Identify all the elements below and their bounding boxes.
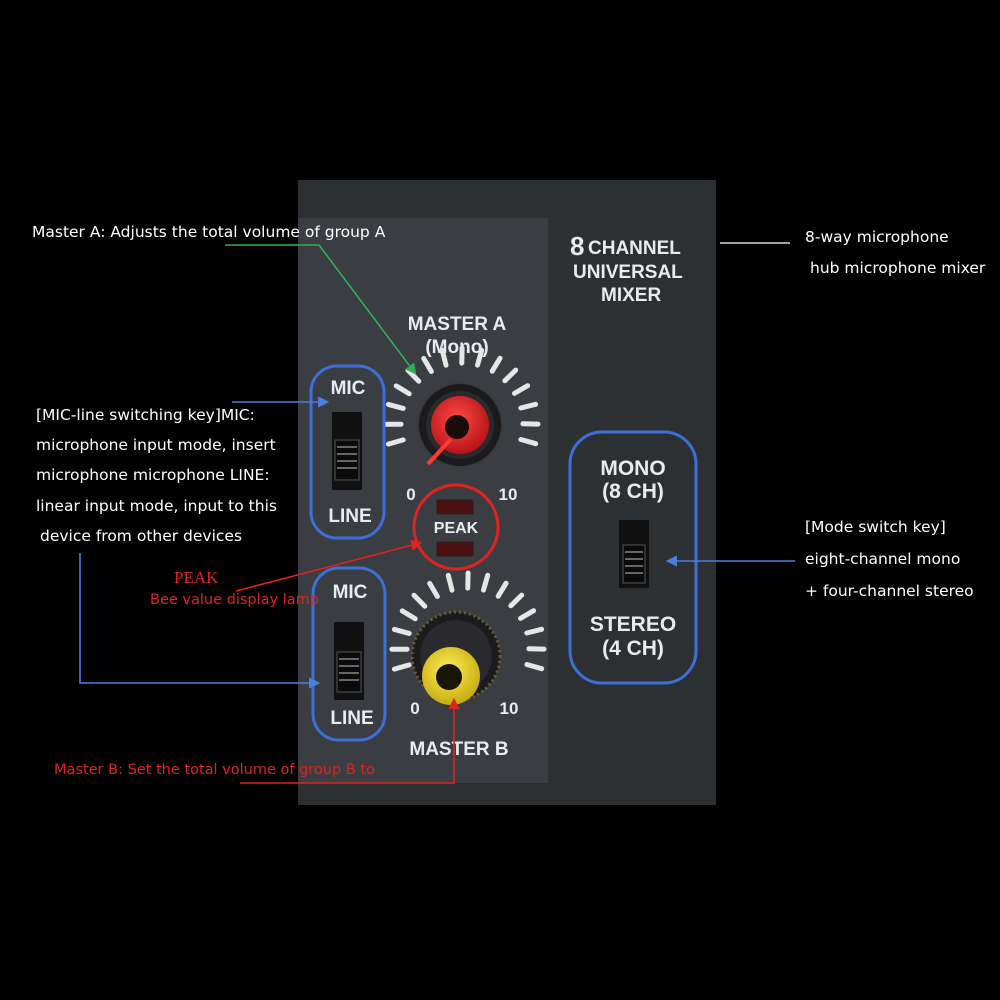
mode-switch-highlight xyxy=(568,430,698,685)
master-b-knob[interactable] xyxy=(410,610,502,705)
peak-lamp-bottom xyxy=(436,541,474,557)
master-b-label: MASTER B xyxy=(409,739,508,760)
callout-peak-title: PEAK xyxy=(174,568,219,587)
switch-b-line-label: LINE xyxy=(330,708,373,729)
master-b-ticks xyxy=(389,570,547,672)
callout-master-a: Master A: Adjusts the total volume of gr… xyxy=(32,223,386,241)
peak-label: PEAK xyxy=(434,520,479,537)
arrow-master-a xyxy=(225,244,417,375)
callout-mic-line-1: [MIC-line switching key]MIC: xyxy=(36,406,255,424)
master-a-label: MASTER A xyxy=(408,314,507,335)
switch-a-mic-label: MIC xyxy=(331,378,366,399)
callout-mode-1: [Mode switch key] xyxy=(805,518,946,536)
callout-peak-desc: Bee value display lamp xyxy=(150,592,319,608)
panel-title-number: 8 xyxy=(570,231,584,261)
callout-mode-2: eight-channel mono xyxy=(805,550,960,568)
mic-line-switch-a[interactable] xyxy=(334,439,360,481)
master-b-scale-max: 10 xyxy=(500,699,519,718)
mode-switch[interactable] xyxy=(622,544,646,584)
panel-title-line2: UNIVERSAL xyxy=(573,262,683,283)
callout-mic-line-5: device from other devices xyxy=(40,527,242,545)
callout-mic-line-4: linear input mode, input to this xyxy=(36,497,277,515)
callout-mic-line-2: microphone input mode, insert xyxy=(36,436,276,454)
peak-indicator-highlight xyxy=(412,483,500,571)
switch-a-line-label: LINE xyxy=(328,506,371,527)
arrow-peak xyxy=(235,539,423,592)
mic-line-switch-b[interactable] xyxy=(336,651,362,693)
master-a-scale-max: 10 xyxy=(499,485,518,504)
panel-title-line1: CHANNEL xyxy=(588,238,681,259)
master-a-scale-min: 0 xyxy=(406,485,415,504)
mode-mono-sublabel: (8 CH) xyxy=(602,480,664,503)
callout-mixer-line1: 8-way microphone xyxy=(805,228,949,246)
mode-stereo-label: STEREO xyxy=(590,613,676,636)
master-a-knob[interactable] xyxy=(417,382,503,468)
arrow-mic-line-b xyxy=(79,553,321,689)
peak-lamp-top xyxy=(436,499,474,515)
mic-line-switch-a-highlight xyxy=(309,364,386,540)
panel-title-line3: MIXER xyxy=(601,285,661,306)
switch-b-mic-label: MIC xyxy=(333,582,368,603)
callout-mode-3: + four-channel stereo xyxy=(805,582,974,600)
mic-line-switch-b-highlight xyxy=(311,566,387,742)
master-b-scale-min: 0 xyxy=(410,699,419,718)
callout-mic-line-3: microphone microphone LINE: xyxy=(36,466,270,484)
mode-mono-label: MONO xyxy=(600,457,665,480)
callout-mixer-line2: hub microphone mixer xyxy=(810,259,986,277)
arrow-master-b xyxy=(240,697,460,784)
mode-stereo-sublabel: (4 CH) xyxy=(602,637,664,660)
callout-master-b: Master B: Set the total volume of group … xyxy=(54,762,375,778)
